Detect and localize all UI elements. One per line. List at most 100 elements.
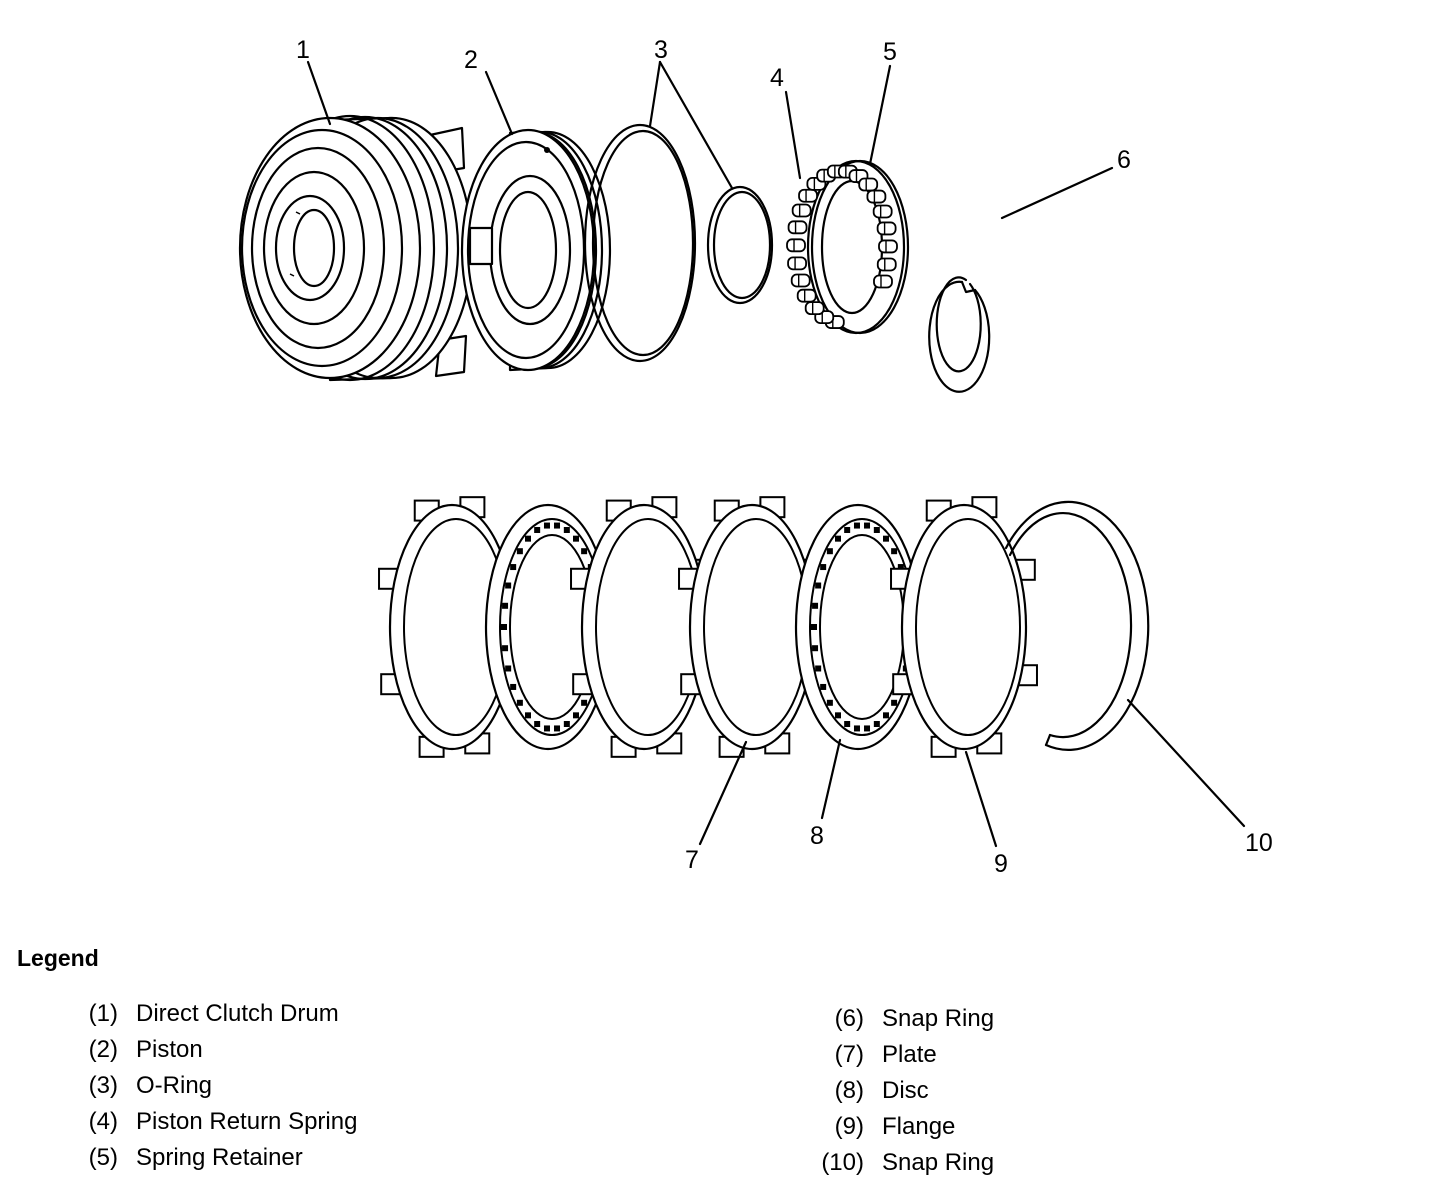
spline-tooth [820,683,827,690]
spring-retainer [806,159,910,335]
spline-tooth [534,721,541,728]
legend-num: (10) [821,1149,864,1176]
spline-tooth [573,712,579,719]
legend-item: (2) Piston [78,1032,357,1068]
spline-tooth [853,725,860,732]
legend-num: (3) [88,1072,118,1099]
spline-tooth [563,526,570,533]
o-ring-large [583,123,697,363]
legend-item: (1)Direct Clutch Drum [78,996,357,1032]
ring-inner [915,518,1021,736]
coil-spring [804,301,825,316]
legend-label: Snap Ring [882,1149,995,1176]
exploded-view-diagram: 1 2 3 4 5 6 7 8 9 10 [238,36,1273,878]
spline-tooth [820,564,827,571]
legend-item: (9) Flange [812,1109,994,1145]
callout-9: 9 [994,850,1008,878]
coil-spring [796,288,817,303]
spline-tooth [581,548,588,555]
spline-tooth [864,522,871,529]
spline-tooth [563,721,570,728]
spline-tooth [864,725,871,732]
legend-num: (7) [834,1041,864,1068]
spline-tooth [835,535,841,542]
spline-tooth [516,548,523,555]
spline-tooth [811,624,817,630]
legend-num: (2) [88,1036,118,1063]
legend-item: (7)Plate [812,1037,994,1073]
spline-tooth [815,665,822,672]
spline-tooth [812,645,819,652]
spline-tooth [505,582,512,589]
coil-spring [786,238,806,253]
legend-item: (8) Disc [812,1073,994,1109]
callout-6: 6 [1117,146,1131,174]
callout-2: 2 [464,46,478,74]
callout-5: 5 [883,38,897,66]
coil-spring [790,273,811,288]
coil-spring [787,220,808,235]
spline-tooth [501,624,507,630]
coil-spring [873,274,893,289]
coil-spring [878,239,898,254]
callout-10: 10 [1245,829,1273,857]
spline-tooth [812,602,819,609]
leader-lines [306,60,1246,848]
legend-label: Direct Clutch Drum [136,1000,339,1027]
coil-spring [798,188,818,203]
spline-tooth [505,665,512,672]
spline-tooth [891,699,898,706]
legend-num: (9) [834,1113,864,1140]
piston-return-springs [786,164,898,329]
legend-label: Flange [882,1113,956,1140]
callout-7: 7 [685,846,699,874]
spline-tooth [510,564,517,571]
spline-tooth [581,699,588,706]
spline-tooth [826,699,833,706]
spline-tooth [543,725,550,732]
callout-4: 4 [770,64,784,92]
callout-1: 1 [296,36,310,64]
coil-spring [791,203,812,218]
spline-tooth [835,712,841,719]
legend-item: (10) Snap Ring [812,1145,994,1181]
spline-tooth [897,564,904,571]
spline-tooth [873,526,880,533]
snap-ring-small [928,276,991,393]
spline-tooth [873,721,880,728]
o-ring-small [706,185,774,305]
spline-tooth [844,526,851,533]
spline-tooth [573,535,579,542]
direct-clutch-drum [238,114,474,382]
legend-num: (6) [834,1005,864,1032]
spline-tooth [554,725,561,732]
coil-spring [876,221,897,236]
legend-label: Piston [136,1036,203,1063]
callout-3: 3 [654,36,668,64]
legend-label: O-Ring [136,1072,213,1099]
legend-item: (4)Piston Return Spring [78,1104,358,1140]
spline-tooth [554,522,561,529]
legend-label: Snap Ring [882,1005,995,1032]
ring-outer [900,503,1028,751]
coil-spring [858,177,879,192]
spline-tooth [502,602,509,609]
friction-disc [794,503,922,751]
steel-plate [570,496,718,758]
coil-spring [872,204,893,219]
legend-right-column: (6)Snap Ring (7)Plate (8)Disc (9)Flange … [812,1001,994,1181]
spline-tooth [510,683,517,690]
legend-label: Piston Return Spring [136,1108,358,1135]
spline-tooth [853,522,860,529]
legend-title: Legend [17,945,99,971]
flange [890,496,1038,758]
legend-left-column: (1)Direct Clutch Drum (2) Piston (3) O-Rin… [78,996,358,1176]
legend-num: (8) [834,1077,864,1104]
legend-item: (6) Snap Ring [812,1001,994,1037]
legend-item: (5)Spring Retainer [78,1140,357,1176]
spline-tooth [883,712,889,719]
spline-tooth [525,535,531,542]
spline-tooth [525,712,531,719]
legend-label: Disc [882,1077,929,1104]
spline-tooth [502,645,509,652]
